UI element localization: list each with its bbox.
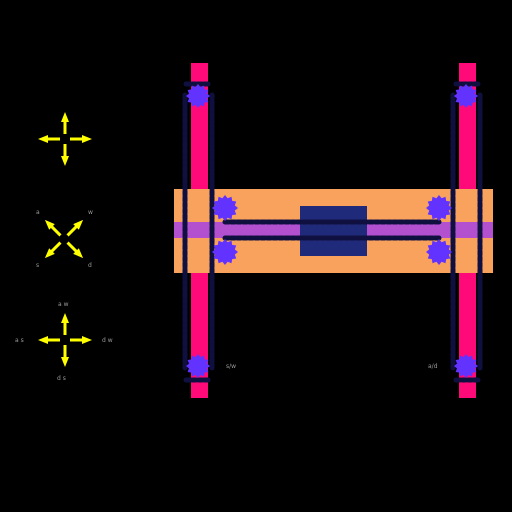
gear-icon xyxy=(212,239,238,265)
label-row3-bottom: d s xyxy=(57,375,66,382)
arrow-icon xyxy=(42,217,64,239)
label-row3-right: d w xyxy=(102,337,113,344)
label-row3-top: a w xyxy=(58,301,69,308)
gear-icon xyxy=(426,239,452,265)
arrow-icon xyxy=(38,336,60,344)
arrow-icon xyxy=(70,135,92,143)
label-row3-left: a s xyxy=(15,337,24,344)
arrow-icon xyxy=(70,336,92,344)
belt-path xyxy=(182,81,483,383)
label-row2-d: d xyxy=(88,262,92,269)
arrow-icon xyxy=(61,144,69,166)
arrow-icon xyxy=(64,217,86,239)
arrow-icon xyxy=(61,112,69,134)
four-way-arrows-icon xyxy=(38,112,92,166)
gear-icon xyxy=(186,354,210,378)
label-row2-a: a xyxy=(36,209,40,216)
arrow-icon xyxy=(38,135,60,143)
gear-icon xyxy=(186,84,210,108)
arrow-icon xyxy=(64,239,86,261)
gear-icon xyxy=(454,354,478,378)
arrow-icon xyxy=(42,239,64,261)
toolhead-block xyxy=(300,206,367,256)
arrow-icon xyxy=(61,313,69,335)
arrow-icon xyxy=(61,345,69,367)
label-gear-left-bottom: s/w xyxy=(226,363,237,370)
pulley-group xyxy=(186,84,478,378)
diagonal-arrows-icon xyxy=(42,217,86,261)
label-row2-s: s xyxy=(36,262,40,269)
gear-icon xyxy=(212,195,238,221)
four-way-arrows-icon xyxy=(38,313,92,367)
label-row2-w: w xyxy=(88,209,93,216)
label-gear-right-bottom: a/d xyxy=(428,363,438,370)
gear-icon xyxy=(426,195,452,221)
gear-icon xyxy=(454,84,478,108)
